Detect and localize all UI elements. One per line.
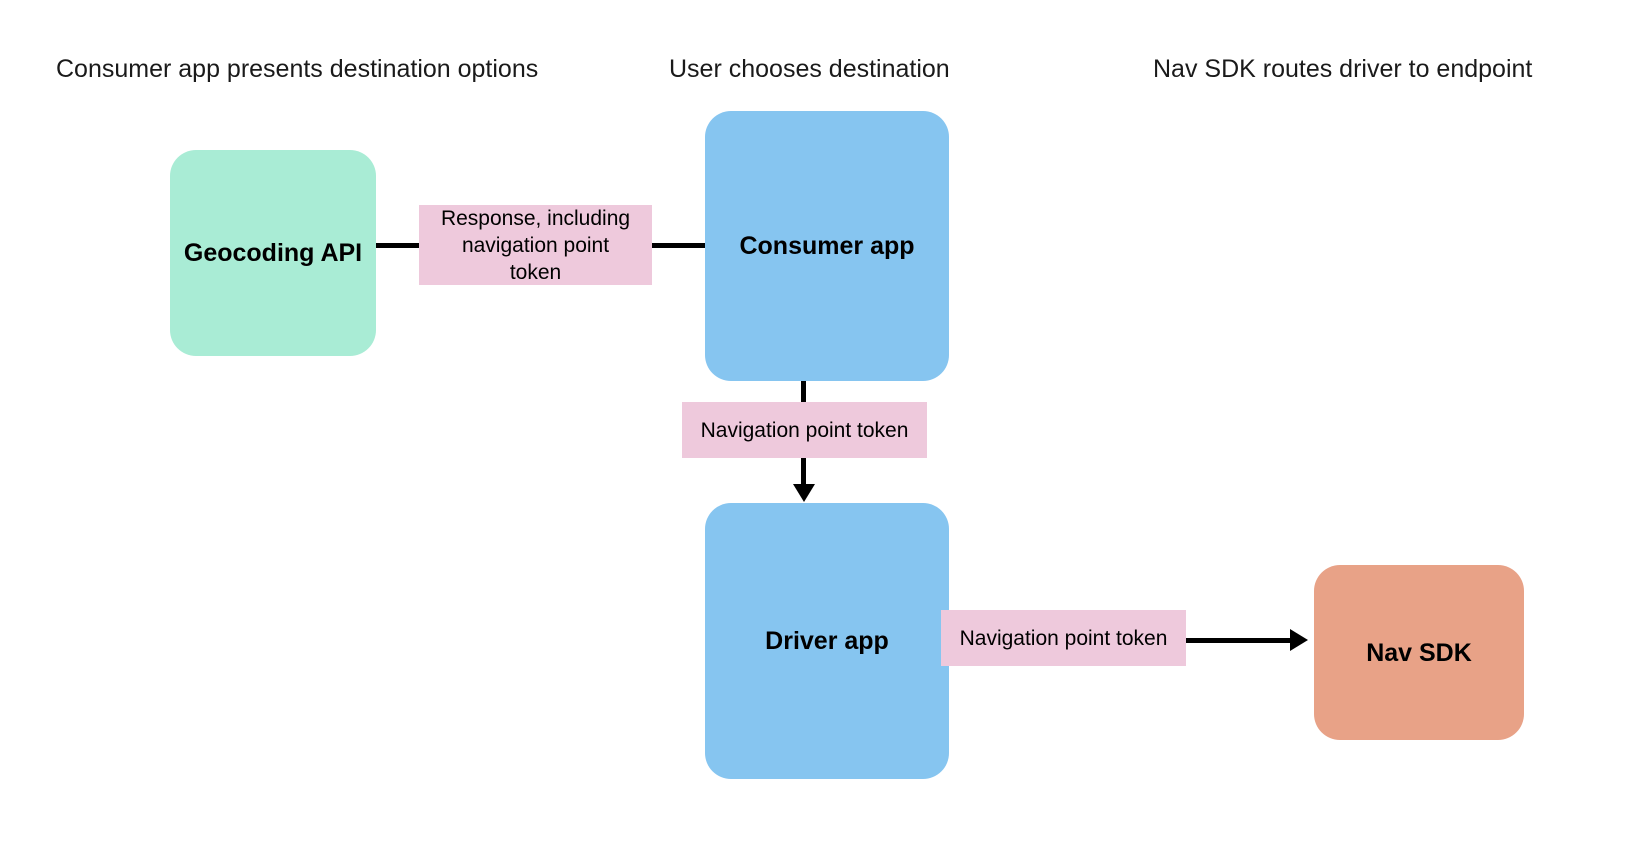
column-header-consumer-options: Consumer app presents destination option… — [56, 55, 539, 83]
edge-driver-to-navsdk-arrowhead-icon — [1290, 629, 1308, 651]
edge-consumer-to-driver-line-bottom — [801, 455, 806, 488]
node-nav-sdk-label: Nav SDK — [1366, 638, 1472, 667]
edge-label-navigation-point-token-text-1: Navigation point token — [700, 418, 909, 442]
node-geocoding-api[interactable]: Geocoding API — [170, 150, 376, 356]
edge-geocoding-to-consumer-line-right — [648, 243, 724, 248]
node-geocoding-api-label: Geocoding API — [183, 239, 363, 267]
edge-consumer-to-driver-line-top — [801, 378, 806, 408]
edge-label-navigation-point-token-driver-navsdk: Navigation point token — [941, 610, 1186, 666]
edge-geocoding-to-consumer-line-left — [352, 243, 424, 248]
node-consumer-app[interactable]: Consumer app — [705, 111, 949, 381]
node-driver-app[interactable]: Driver app — [705, 503, 949, 779]
edge-label-navigation-point-token-text-2: Navigation point token — [959, 626, 1168, 650]
column-header-user-chooses: User chooses destination — [669, 55, 950, 83]
edge-label-navigation-point-token-consumer-driver: Navigation point token — [682, 402, 927, 458]
node-nav-sdk[interactable]: Nav SDK — [1314, 565, 1524, 740]
node-consumer-app-label: Consumer app — [739, 232, 915, 260]
column-header-nav-sdk-routes: Nav SDK routes driver to endpoint — [1153, 55, 1533, 83]
edge-driver-to-navsdk-line-right — [1180, 638, 1295, 643]
node-driver-app-label: Driver app — [765, 627, 889, 655]
edge-consumer-to-driver-arrowhead-icon — [793, 484, 815, 502]
